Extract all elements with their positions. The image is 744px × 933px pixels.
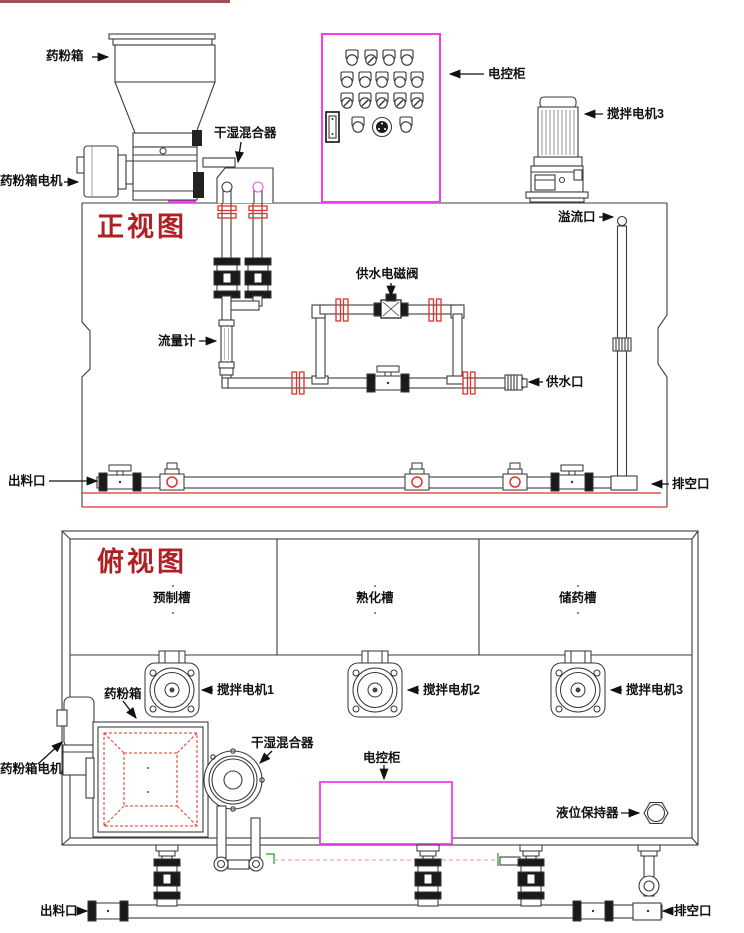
label-top-mixing-motor-2: 搅拌电机2 [423,683,480,697]
top-accent-bar [0,0,230,3]
label-front-control-cabinet: 电控柜 [488,67,526,81]
label-top-drain-port: 排空口 [674,904,712,918]
label-top-premix-tank: 预制槽 [153,591,191,605]
front-tank [81,200,668,508]
front-overflow-pipe [612,215,632,478]
label-front-dry-wet-mixer: 干湿混合器 [214,126,277,140]
top-view-title: 俯视图 [97,547,187,577]
label-top-discharge-port: 出料口 [40,904,78,918]
front-control-cabinet [321,33,441,203]
front-powder-box-motor [76,145,134,198]
label-front-mixing-motor-3: 搅拌电机3 [607,107,664,121]
label-top-mixing-motor-3: 搅拌电机3 [626,683,683,697]
label-front-drain-port: 排空口 [672,477,710,491]
label-front-discharge-port: 出料口 [8,474,46,488]
top-level-keeper [643,802,669,824]
front-water-piping [221,293,528,395]
label-front-water-supply-port: 供水口 [546,375,584,389]
front-dry-wet-mixer [202,157,274,203]
label-top-mixing-motor-1: 搅拌电机1 [217,683,274,697]
front-flow-meter [218,319,235,384]
label-top-dry-wet-mixer: 干湿混合器 [251,736,314,750]
label-top-powder-box-motor: 药粉箱电机 [0,762,63,776]
front-mixing-motor-3 [525,96,589,203]
label-front-powder-box-motor: 药粉箱电机 [0,174,63,188]
label-front-powder-box: 药粉箱 [46,49,84,63]
front-view-title: 正视图 [97,212,187,242]
front-solenoid-valve [373,293,409,319]
front-view-drawing [76,33,668,508]
label-top-curing-tank: 熟化槽 [356,591,394,605]
top-bottom-piping [87,844,663,922]
label-top-level-keeper: 液位保持器 [556,806,619,820]
label-top-control-cabinet: 电控柜 [363,751,401,765]
label-front-solenoid-valve: 供水电磁阀 [356,267,419,281]
label-front-flow-meter: 流量计 [158,334,196,348]
top-powder-box [85,721,209,838]
label-front-overflow-port: 溢流口 [558,210,596,224]
top-mixer-outlet-pipes [213,805,521,872]
label-arrows [37,52,674,916]
top-view-drawing [56,530,699,922]
label-top-powder-box: 药粉箱 [104,687,142,701]
top-control-cabinet [319,781,453,845]
top-powder-box-motor [56,696,97,776]
label-top-storage-tank: 储药槽 [559,591,597,605]
front-mixer-pipes [213,202,272,325]
top-dry-wet-mixer [203,748,265,812]
front-powder-box [108,33,216,201]
front-drain-pipe [96,462,638,492]
